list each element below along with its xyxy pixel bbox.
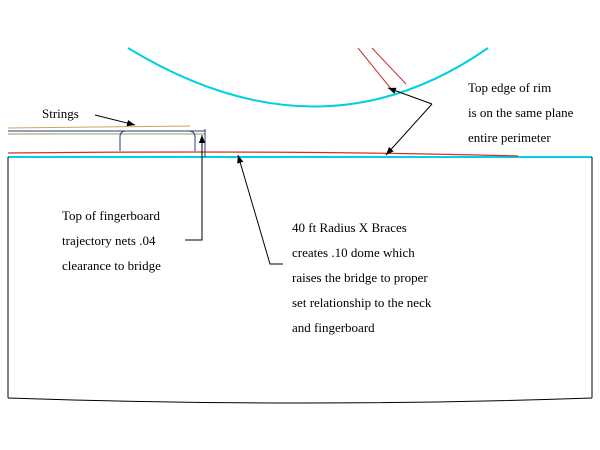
label-brace-2: creates .10 dome which — [292, 245, 415, 260]
label-brace-5: and fingerboard — [292, 320, 375, 335]
brace-arrow — [237, 154, 283, 265]
body-bottom-edge — [7, 397, 593, 404]
label-fingerboard-2: trajectory nets .04 — [62, 233, 156, 248]
rim-arc — [127, 47, 489, 108]
label-rim-2: is on the same plane — [468, 105, 574, 120]
x-brace-line-2 — [371, 47, 407, 85]
fingerboard-arrow — [185, 135, 206, 241]
label-strings: Strings — [42, 106, 79, 121]
strings-arrow — [94, 114, 136, 127]
label-fingerboard-1: Top of fingerboard — [62, 208, 161, 223]
label-rim-3: entire perimeter — [468, 130, 551, 145]
x-brace-line-1 — [357, 47, 393, 91]
dome-brace-line — [7, 151, 519, 157]
rim-arrow-upper — [387, 87, 433, 105]
string-line-orange — [7, 125, 191, 129]
bridge-outline — [119, 130, 196, 151]
label-brace-1: 40 ft Radius X Braces — [292, 220, 407, 235]
label-brace-4: set relationship to the neck — [292, 295, 432, 310]
label-rim-1: Top edge of rim — [468, 80, 551, 95]
label-brace-3: raises the bridge to proper — [292, 270, 428, 285]
rim-arrow-lower — [385, 103, 433, 156]
label-fingerboard-3: clearance to bridge — [62, 258, 161, 273]
